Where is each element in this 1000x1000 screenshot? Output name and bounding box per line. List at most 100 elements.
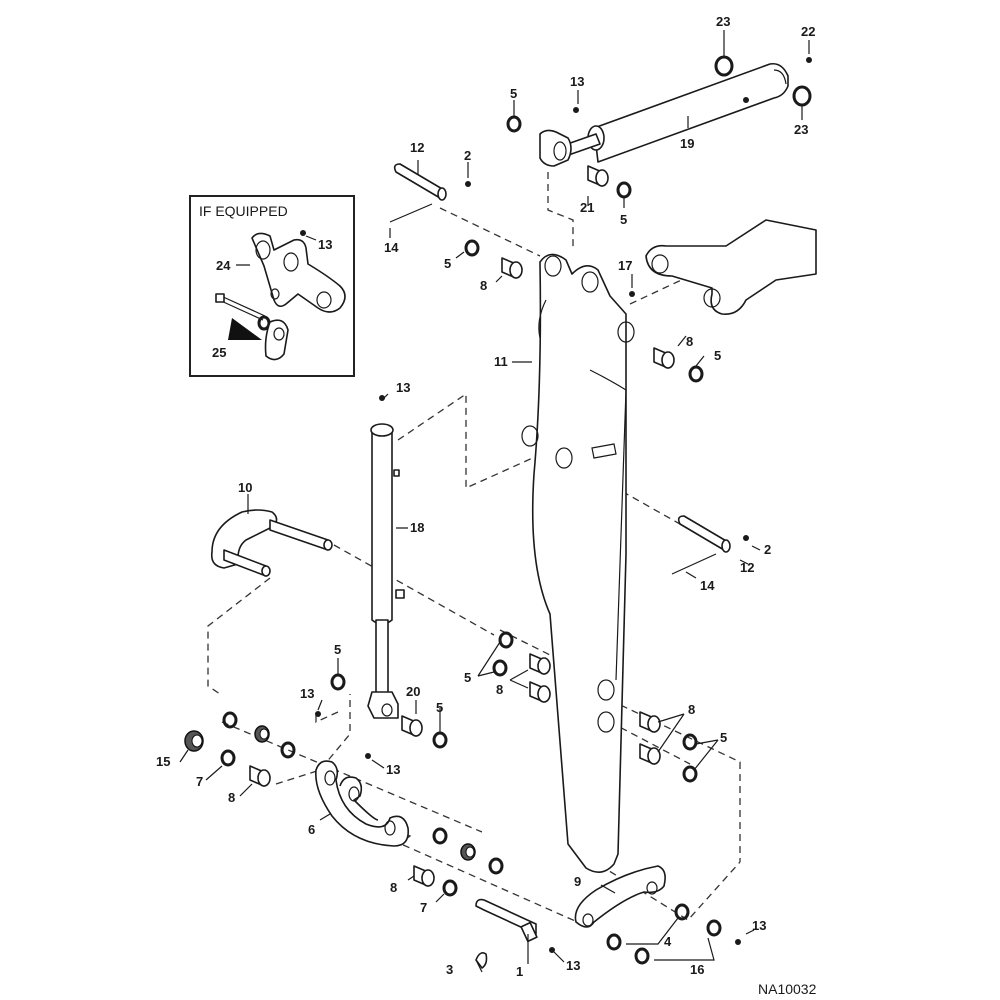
part-14-bolt-top	[389, 203, 433, 223]
part-5-seal-right-b	[682, 765, 698, 783]
callout-13: 13	[566, 958, 580, 973]
part-8-bushing-bottom	[413, 865, 435, 887]
callout-22: 22	[801, 24, 815, 39]
callout-1: 1	[516, 964, 523, 979]
part-23-shim-bottom	[792, 85, 812, 107]
callout-5: 5	[444, 256, 451, 271]
callout-13: 13	[570, 74, 584, 89]
part-6-link	[315, 760, 410, 847]
part-8-bushing-boom-top	[501, 257, 523, 279]
part-spring-left	[254, 725, 270, 743]
part-spring-bottom	[460, 843, 476, 861]
part-8-bushing-pair-a	[529, 653, 551, 675]
part-13-fitting-cyl18	[379, 395, 385, 401]
part-18-cylinder	[367, 423, 405, 719]
part-5-seal-pair-a	[498, 631, 514, 649]
part-16-shim-a	[706, 919, 722, 937]
callout-5: 5	[720, 730, 727, 745]
part-13-fitting-pin	[549, 947, 555, 953]
part-7-washer-bottom	[442, 879, 458, 897]
part-1-pin	[475, 898, 538, 943]
callout-8: 8	[390, 880, 397, 895]
part-4-shim-b	[606, 933, 622, 951]
callout-12: 12	[410, 140, 424, 155]
part-2-nut-mid	[743, 535, 749, 541]
callout-24-inset: 24	[216, 258, 231, 273]
callout-8: 8	[480, 278, 487, 293]
callout-5: 5	[436, 700, 443, 715]
callout-6: 6	[308, 822, 315, 837]
inset-title: IF EQUIPPED	[199, 203, 288, 219]
part-13-fitting-rod	[315, 711, 321, 717]
part-2-nut-top	[465, 181, 471, 187]
callout-3: 3	[446, 962, 453, 977]
part-10-link-pins	[210, 509, 333, 577]
part-seal-left-b	[280, 741, 296, 759]
part-20-bushing	[401, 715, 423, 737]
part-8-bushing-right-a	[639, 711, 661, 733]
part-seal-bottom-b	[488, 857, 504, 875]
callout-14: 14	[700, 578, 715, 593]
part-8-bushing-right-b	[639, 743, 661, 765]
part-seal-bottom-a	[432, 827, 448, 845]
swing-frame-arm	[645, 219, 817, 316]
part-19-cylinder	[539, 62, 789, 167]
part-13-fitting-link	[365, 753, 371, 759]
callout-5: 5	[510, 86, 517, 101]
callout-7: 7	[420, 900, 427, 915]
part-8-bushing-boom-right	[653, 347, 675, 369]
part-7-washer-left	[220, 749, 236, 767]
callout-12: 12	[740, 560, 754, 575]
callout-13: 13	[300, 686, 314, 701]
callout-2: 2	[764, 542, 771, 557]
part-9-link-plate	[574, 865, 666, 928]
callout-25-inset: 25	[212, 345, 226, 360]
callout-13: 13	[386, 762, 400, 777]
callout-19: 19	[680, 136, 694, 151]
part-13-fitting-cyl19	[573, 107, 579, 113]
callout-5: 5	[714, 348, 721, 363]
triangle-marker-icon	[228, 318, 262, 340]
part-5-seal-boom-right	[688, 365, 704, 383]
callout-18: 18	[410, 520, 424, 535]
part-3-lock	[475, 952, 488, 969]
part-13-fitting-right	[735, 939, 741, 945]
callout-10: 10	[238, 480, 252, 495]
inset-if-equipped: IF EQUIPPED 13 24 25	[189, 195, 355, 377]
part-5-seal-right-a	[682, 733, 698, 751]
callout-5: 5	[334, 642, 341, 657]
callout-16: 16	[690, 962, 704, 977]
fitting-13-inset	[300, 230, 306, 236]
part-5-seal-rod-right	[432, 731, 448, 749]
part-5-seal-rod	[330, 673, 346, 691]
callout-23: 23	[716, 14, 730, 29]
part-14-bolt-mid	[671, 553, 717, 575]
callout-4: 4	[664, 934, 672, 949]
callout-9: 9	[574, 874, 581, 889]
callout-13: 13	[396, 380, 410, 395]
part-21-bushing	[587, 165, 609, 187]
part-23-shim-top	[714, 55, 734, 77]
callout-13-inset: 13	[318, 237, 332, 252]
callout-8: 8	[686, 334, 693, 349]
callout-17: 17	[618, 258, 632, 273]
part-5-seal-cyl19	[616, 181, 632, 199]
callout-labels: 23 22 23 19 13 5 21 5 12 2 14 5 8 17 11 …	[156, 14, 815, 979]
part-15-grease-cap	[184, 730, 204, 752]
callout-5: 5	[620, 212, 627, 227]
part-8-bushing-pair-b	[529, 681, 551, 703]
part-24-bracket	[251, 232, 346, 313]
callout-23: 23	[794, 122, 808, 137]
part-8-bushing-left	[249, 765, 271, 787]
part-11-boom	[521, 253, 635, 873]
part-12-pin-top	[393, 163, 447, 201]
callout-14: 14	[384, 240, 399, 255]
callout-8: 8	[228, 790, 235, 805]
part-22-fitting	[806, 57, 812, 63]
callout-8: 8	[496, 682, 503, 697]
callout-21: 21	[580, 200, 594, 215]
callout-5: 5	[464, 670, 471, 685]
callout-8: 8	[688, 702, 695, 717]
part-4-shim-a	[674, 903, 690, 921]
part-16-shim-b	[634, 947, 650, 965]
